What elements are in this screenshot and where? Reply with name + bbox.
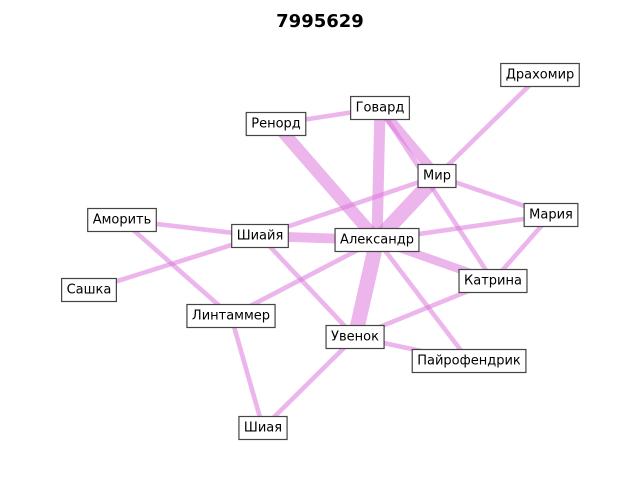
node-label: Катрина <box>464 274 522 289</box>
node-label: Шиайя <box>237 229 284 244</box>
edge-mir-drakhomir <box>435 73 542 178</box>
edge-shiayy-uvenok <box>258 234 357 339</box>
node-label: Шиая <box>244 421 282 436</box>
node-amorit: Аморить <box>87 207 157 233</box>
node-label: Аморить <box>93 213 152 228</box>
node-box <box>186 303 276 329</box>
edge-aleksandr-govard <box>371 107 386 241</box>
node-katrina: Катрина <box>458 268 528 294</box>
edge-govard-katrina <box>378 106 495 283</box>
edge-mir-shiayy <box>259 173 438 239</box>
node-label: Мария <box>529 208 573 223</box>
node-box <box>325 324 385 350</box>
node-govard: Говард <box>350 95 410 121</box>
node-box <box>245 111 307 137</box>
node-shiaya: Шиая <box>238 415 288 441</box>
node-box <box>61 277 117 303</box>
node-label: Увенок <box>331 330 379 345</box>
node-uvenok: Увенок <box>325 324 385 350</box>
node-box <box>334 227 420 253</box>
edge-aleksandr-lintammer <box>229 237 379 319</box>
node-label: Линтаммер <box>192 309 270 324</box>
node-box <box>350 95 410 121</box>
node-aleksandr: Александр <box>334 227 420 253</box>
node-payrofendrik: Пайрофендрик <box>411 348 527 374</box>
node-box <box>458 268 528 294</box>
node-mariya: Мария <box>523 202 579 228</box>
node-label: Драхомир <box>506 68 575 83</box>
node-drakhomir: Драхомир <box>500 62 580 88</box>
node-label: Александр <box>340 233 414 248</box>
edge-uvenok-shiaya <box>261 335 357 430</box>
node-box <box>500 62 580 88</box>
edge-lintammer-shiaya <box>228 315 266 429</box>
node-box <box>523 202 579 228</box>
graph-title: 7995629 <box>276 11 364 32</box>
node-box <box>417 163 457 189</box>
node-label: Сашка <box>67 283 112 298</box>
node-label: Пайрофендрик <box>417 354 521 369</box>
node-sashka: Сашка <box>61 277 117 303</box>
node-box <box>411 348 527 374</box>
node-box <box>87 207 157 233</box>
node-renord: Ренорд <box>245 111 307 137</box>
node-lintammer: Линтаммер <box>186 303 276 329</box>
node-label: Говард <box>356 101 405 116</box>
edge-amorit-lintammer <box>120 218 233 318</box>
node-box <box>231 223 289 249</box>
edge-aleksandr-renord <box>271 119 382 245</box>
edge-aleksandr-payrofendrik <box>375 238 471 363</box>
node-box <box>238 415 288 441</box>
edge-layer <box>88 73 553 430</box>
node-label: Мир <box>423 169 451 184</box>
node-label: Ренорд <box>251 117 301 132</box>
edge-aleksandr-uvenok <box>347 238 385 339</box>
node-mir: Мир <box>417 163 457 189</box>
node-shiayy: Шиайя <box>231 223 289 249</box>
